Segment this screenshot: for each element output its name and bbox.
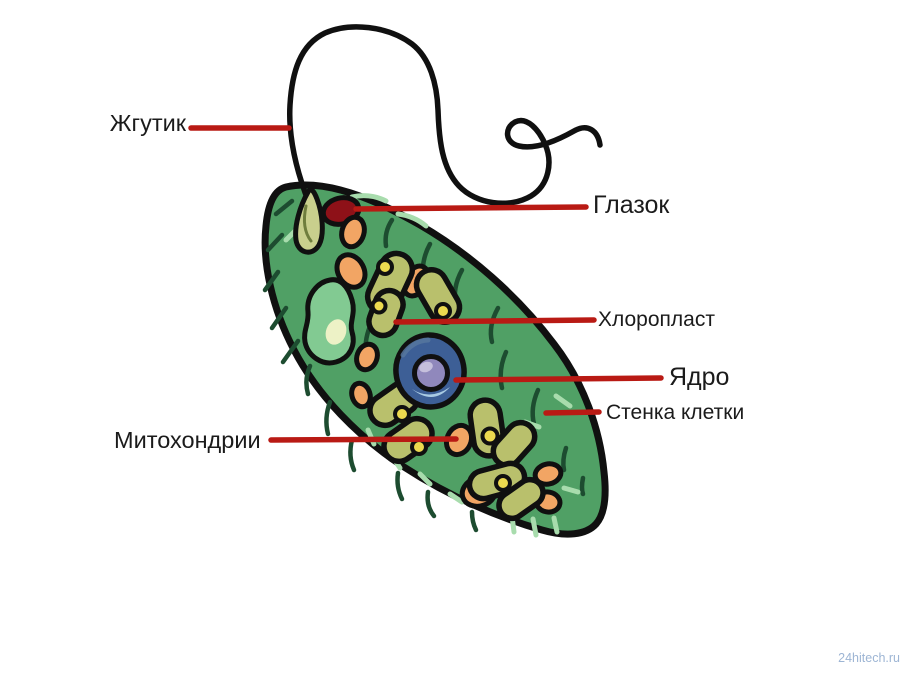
mitochondrion-labeled xyxy=(443,422,475,458)
mitochondrion xyxy=(354,341,380,373)
pyrenoid xyxy=(410,438,428,456)
mitochondrion xyxy=(334,252,368,290)
pyrenoid xyxy=(480,426,500,446)
label-mitochondria: Митохондрии xyxy=(114,427,261,453)
contractile-vacuole xyxy=(302,277,356,366)
chloroplast xyxy=(490,419,538,469)
nucleolus-highlight xyxy=(419,361,433,373)
mitochondrion xyxy=(532,461,564,487)
reservoir-inner-line xyxy=(302,204,313,243)
pyrenoid xyxy=(434,302,452,320)
reservoir xyxy=(293,187,325,255)
label-cell-wall: Стенка клетки xyxy=(606,401,745,424)
pyrenoid xyxy=(494,474,512,492)
mitochondrion xyxy=(349,380,373,410)
leader-line-cell-wall xyxy=(543,409,602,416)
flagellum xyxy=(286,24,603,207)
vacuole-highlight xyxy=(325,319,347,345)
nucleolus xyxy=(412,354,450,392)
chloroplast xyxy=(496,476,546,522)
label-eyespot: Глазок xyxy=(593,191,670,219)
leader-line-mitochondria xyxy=(268,436,459,443)
leader-lines xyxy=(188,125,664,443)
mitochondrion xyxy=(339,214,367,250)
leader-line-chloroplast xyxy=(393,317,597,325)
leader-line-eyespot xyxy=(353,204,589,212)
pyrenoid xyxy=(376,258,394,276)
label-chloroplast: Хлоропласт xyxy=(598,308,715,331)
leader-line-nucleus xyxy=(453,375,664,383)
pyrenoid xyxy=(370,297,388,315)
nucleus-crescent-highlight xyxy=(412,387,450,398)
label-nucleus: Ядро xyxy=(669,363,730,391)
watermark: 24hitech.ru xyxy=(838,651,900,665)
pyrenoid xyxy=(393,405,411,423)
label-flagellum: Жгутик xyxy=(109,110,186,136)
nucleus-rim-highlight xyxy=(400,337,431,358)
